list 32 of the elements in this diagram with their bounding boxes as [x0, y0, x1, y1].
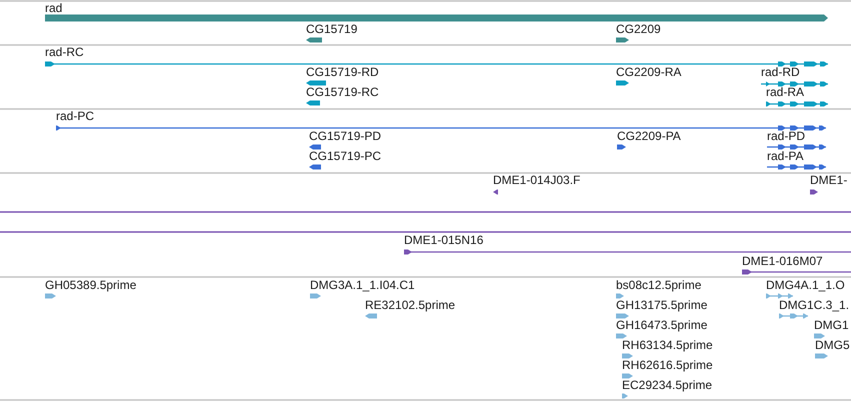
feature-label: EC29234.5prime — [622, 378, 712, 392]
feature-label: RH63134.5prime — [622, 338, 713, 352]
feature-label: rad-PC — [56, 109, 94, 123]
feature-label: rad-RA — [766, 85, 804, 99]
feature-label: DMG1 — [814, 318, 849, 332]
feature-label: CG2209-PA — [617, 129, 681, 143]
feature-label: GH05389.5prime — [45, 278, 136, 292]
feature-label: CG15719-RD — [306, 65, 379, 79]
feature-label: CG15719-RC — [306, 85, 379, 99]
feature-label: rad-PD — [767, 129, 806, 143]
feature-label: bs08c12.5prime — [616, 278, 702, 292]
feature-label: DMG3A.1_1.I04.C1 — [310, 278, 415, 292]
feature-label: DME1-015N16 — [404, 233, 484, 247]
feature-label: CG2209-RA — [616, 65, 682, 79]
feature-label: CG15719-PD — [309, 129, 382, 143]
feature-label: DMG4A.1_1.O — [766, 278, 845, 292]
feature-label: DME1- — [810, 173, 848, 187]
feature-label: rad-RD — [761, 65, 800, 79]
feature-label: DME1-014J03.F — [493, 173, 580, 187]
feature-label: DMG5 — [815, 338, 850, 352]
feature-label: RH62616.5prime — [622, 358, 713, 372]
feature-label: rad-RC — [45, 45, 84, 59]
feature-label: rad-PA — [767, 149, 804, 163]
feature-label: GH13175.5prime — [616, 298, 708, 312]
feature-label: CG15719 — [306, 22, 358, 36]
feature-label: GH16473.5prime — [616, 318, 708, 332]
feature-label: RE32102.5prime — [365, 298, 456, 312]
feature-label: CG15719-PC — [309, 149, 382, 163]
feature-label: DMG1C.3_1. — [779, 298, 850, 312]
feature-label: rad — [45, 1, 62, 15]
feature-label: DME1-016M07 — [742, 254, 823, 268]
feature-label: CG2209 — [616, 22, 661, 36]
